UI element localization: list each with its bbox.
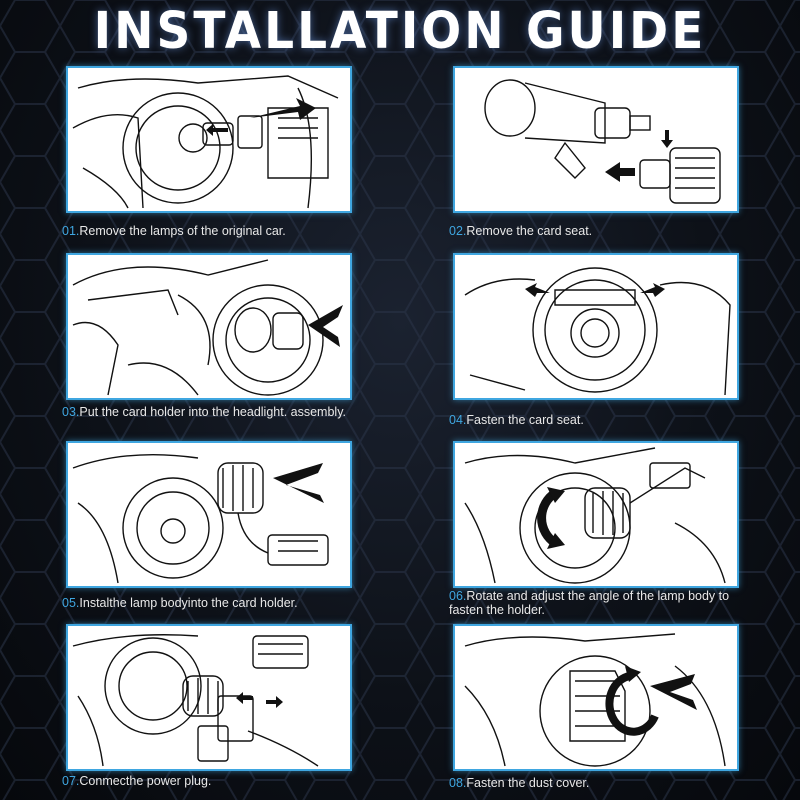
step-01-caption: 01.Remove the lamps of the original car.: [62, 224, 362, 238]
step-03-caption: 03.Put the card holder into the headligh…: [62, 405, 362, 419]
step-08-illustration: [453, 624, 739, 771]
step-07-number: 07.: [62, 774, 80, 788]
step-07-caption: 07.Conmecthe power plug.: [62, 774, 362, 788]
step-07-illustration: [66, 624, 352, 771]
step-08-text: Fasten the dust cover.: [466, 776, 590, 790]
step-03-number: 03.: [62, 405, 80, 419]
step-02-illustration: [453, 66, 739, 213]
step-05-caption: 05.Instalthe lamp bodyinto the card hold…: [62, 596, 362, 610]
step-08-number: 08.: [449, 776, 467, 790]
step-04-illustration: [453, 253, 739, 400]
step-01-illustration: [66, 66, 352, 213]
step-06-text: Rotate and adjust the angle of the lamp …: [449, 589, 730, 617]
page-title: INSTALLATION GUIDE: [93, 1, 707, 62]
step-03-text: Put the card holder into the headlight. …: [79, 405, 346, 419]
step-06-number: 06.: [449, 589, 467, 603]
step-04-caption: 04.Fasten the card seat.: [449, 413, 749, 427]
step-02-text: Remove the card seat.: [466, 224, 593, 238]
step-05-number: 05.: [62, 596, 80, 610]
step-08-caption: 08.Fasten the dust cover.: [449, 776, 749, 790]
step-07-text: Conmecthe power plug.: [79, 774, 212, 788]
step-03-illustration: [66, 253, 352, 400]
step-02-number: 02.: [449, 224, 467, 238]
step-01-text: Remove the lamps of the original car.: [79, 224, 286, 238]
step-01-number: 01.: [62, 224, 80, 238]
step-04-number: 04.: [449, 413, 467, 427]
step-05-illustration: [66, 441, 352, 588]
step-06-illustration: [453, 441, 739, 588]
step-02-caption: 02.Remove the card seat.: [449, 224, 749, 238]
step-05-text: Instalthe lamp bodyinto the card holder.: [79, 596, 298, 610]
step-06-caption: 06.Rotate and adjust the angle of the la…: [449, 589, 749, 617]
step-04-text: Fasten the card seat.: [466, 413, 584, 427]
